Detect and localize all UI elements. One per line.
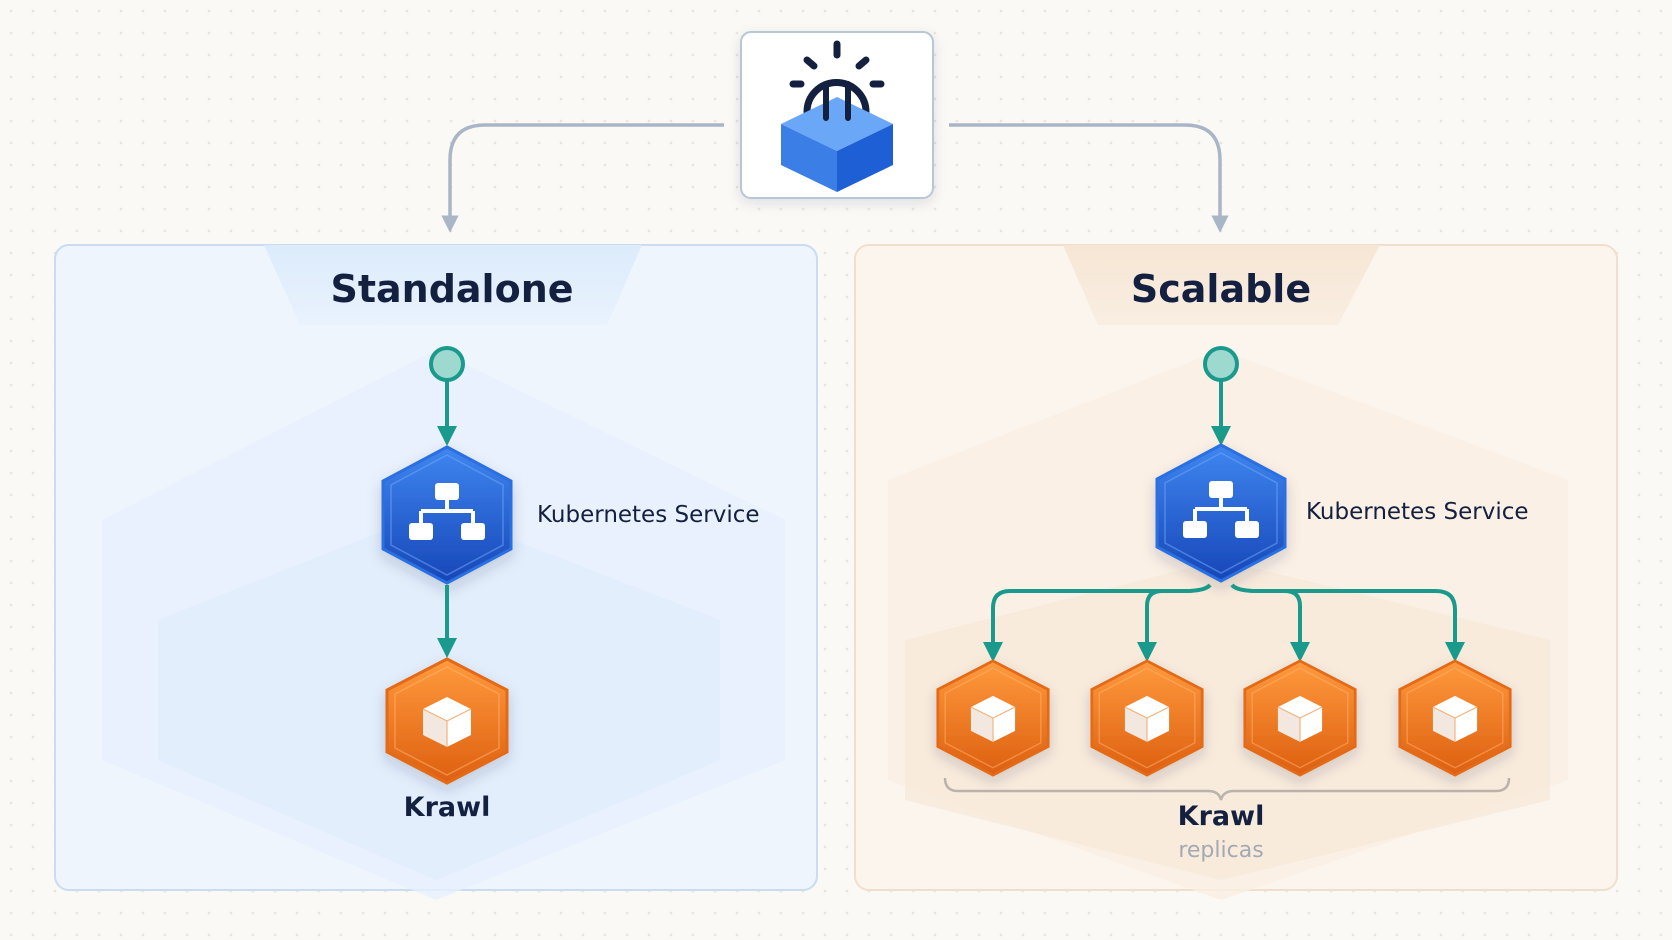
scalable-service-label: Kubernetes Service <box>1306 499 1529 525</box>
scalable-entry-point <box>1203 346 1239 382</box>
scalable-title-tab <box>1063 245 1380 325</box>
top-icon-card <box>740 31 934 199</box>
scalable-panel: Scalable Kubernetes Service Krawl replic… <box>854 244 1618 900</box>
kubernetes-helm-cube-icon <box>781 40 893 192</box>
standalone-pod-label: Krawl <box>404 792 491 823</box>
scalable-fanout-connectors <box>983 583 1465 662</box>
standalone-service-label: Kubernetes Service <box>537 502 760 528</box>
replicas-brace <box>943 777 1511 801</box>
scalable-pods-sublabel: replicas <box>1178 838 1263 863</box>
top-connector-right <box>949 123 1229 233</box>
standalone-title: Standalone <box>330 267 573 311</box>
standalone-panel: Standalone Kubernetes Service Krawl <box>54 244 818 900</box>
top-connector-left <box>441 123 724 233</box>
standalone-entry-point <box>429 346 465 382</box>
standalone-title-tab <box>264 245 642 325</box>
scalable-title: Scalable <box>1131 267 1311 311</box>
scalable-pods-label: Krawl <box>1178 801 1265 832</box>
